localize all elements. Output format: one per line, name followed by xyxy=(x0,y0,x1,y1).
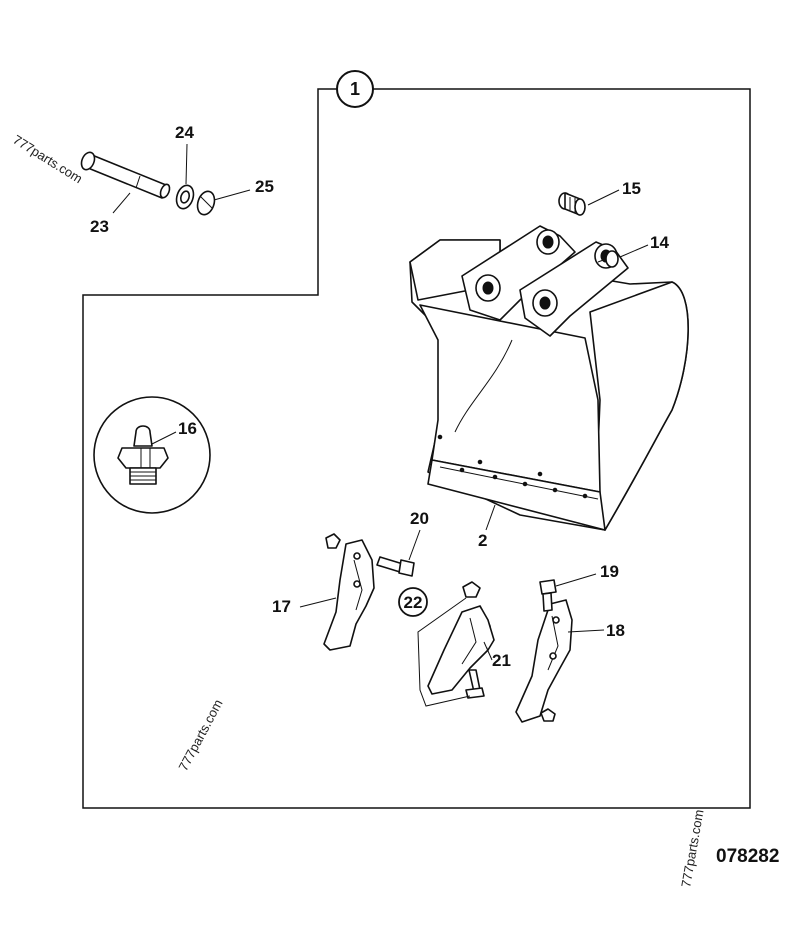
leader-23 xyxy=(112,192,131,214)
bushing-part-14 xyxy=(597,250,619,268)
assembly-number: 1 xyxy=(350,79,360,99)
callout-25: 25 xyxy=(255,177,274,196)
callout-20: 20 xyxy=(410,509,429,528)
bucket-part-2 xyxy=(409,225,689,531)
drawing-code: 078282 xyxy=(716,846,779,867)
callout-21: 21 xyxy=(492,651,511,670)
circled-callout-22: 22 xyxy=(398,587,428,617)
leader-25 xyxy=(213,189,251,201)
leader-24 xyxy=(185,143,188,185)
pin-part-23 xyxy=(80,151,171,199)
tooth-part-21 xyxy=(427,605,495,695)
leader-14 xyxy=(619,244,649,258)
washer-part-24 xyxy=(175,184,195,210)
callout-23: 23 xyxy=(90,217,109,236)
leader-19 xyxy=(555,573,597,587)
nut-part-18-bottom xyxy=(540,708,556,722)
leader-18 xyxy=(567,629,605,633)
callout-18: 18 xyxy=(606,621,625,640)
leader-17 xyxy=(299,597,337,608)
assembly-frame xyxy=(82,88,751,809)
callout-24: 24 xyxy=(175,123,194,142)
detail-circle-16 xyxy=(93,396,211,514)
fitting-part-15 xyxy=(558,192,586,216)
bolt-part-19 xyxy=(539,579,557,612)
nut-part-17-side xyxy=(325,533,341,549)
watermark-bottom-right: 777parts.com xyxy=(678,808,706,888)
watermark-top-left: 777parts.com xyxy=(10,132,85,186)
callout-16: 16 xyxy=(178,419,197,438)
nut-part-25 xyxy=(196,190,216,216)
watermark-bottom-left: 777parts.com xyxy=(175,697,225,774)
adapter-part-17 xyxy=(323,539,375,651)
callout-22: 22 xyxy=(404,593,423,612)
leader-21 xyxy=(483,641,493,661)
leader-15 xyxy=(587,189,620,206)
callout-17: 17 xyxy=(272,597,291,616)
bolt-part-20 xyxy=(376,556,415,577)
callout-19: 19 xyxy=(600,562,619,581)
bolt-part-22-bottom xyxy=(465,669,485,699)
cutting-edge-bolts xyxy=(437,434,588,499)
leader-20 xyxy=(408,529,421,561)
nut-part-22-top xyxy=(462,581,481,598)
callout-14: 14 xyxy=(650,233,669,252)
assembly-number-badge: 1 xyxy=(336,70,374,108)
adapter-part-18 xyxy=(515,599,573,723)
callout-15: 15 xyxy=(622,179,641,198)
leader-2 xyxy=(485,504,496,531)
callout-2: 2 xyxy=(478,531,487,550)
leader-22-bracket xyxy=(417,597,471,707)
